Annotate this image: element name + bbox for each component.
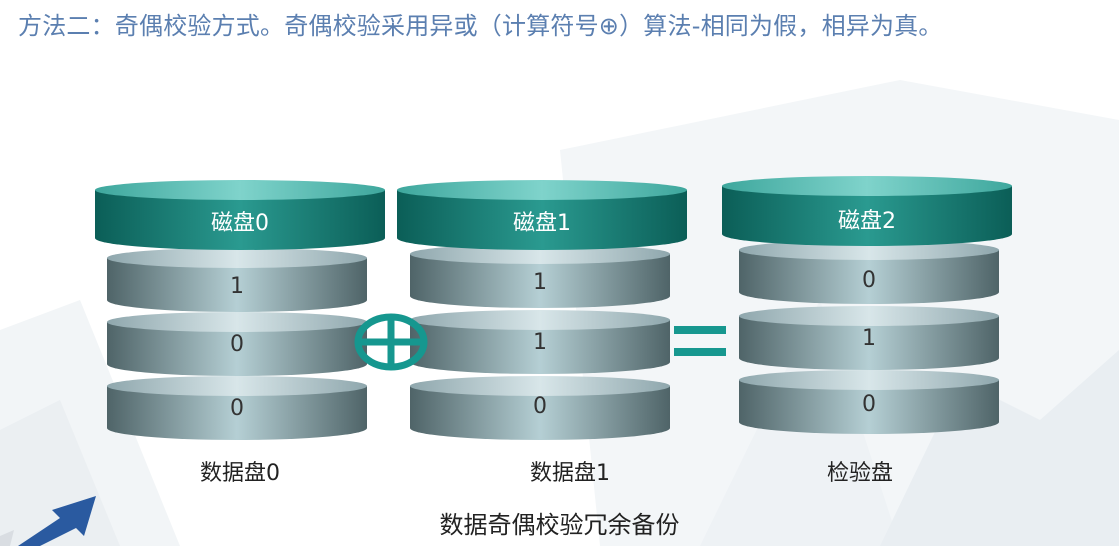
arrow-logo-icon (0, 496, 96, 546)
disk-stack-2: 0 1 0 磁盘2 (722, 176, 1012, 446)
bit-value: 0 (230, 332, 244, 357)
disk-cap: 磁盘1 (397, 180, 687, 250)
disk-stack-1: 0 1 1 磁盘1 (397, 180, 687, 450)
disk-cap-label: 磁盘2 (838, 209, 896, 234)
disk-layer-2: 1 (410, 310, 670, 376)
disk-layer-1: 1 (107, 248, 367, 314)
disk-cap: 磁盘2 (722, 176, 1012, 246)
equals-icon (674, 326, 726, 356)
disk-stack-0: 0 0 1 磁盘0 (95, 180, 385, 450)
disk-label-2: 检验盘 (826, 461, 893, 486)
disk-cap-label: 磁盘1 (513, 211, 571, 236)
bit-value: 0 (862, 392, 876, 417)
disk-layer-3: 0 (107, 376, 367, 442)
disk-layer-2: 1 (739, 306, 999, 372)
bit-value: 0 (533, 394, 547, 419)
disk-label-1: 数据盘1 (530, 461, 610, 486)
disk-label-0: 数据盘0 (200, 461, 280, 486)
disk-layer-2: 0 (107, 312, 367, 378)
disk-layer-1: 0 (739, 240, 999, 306)
header-text: 方法二：奇偶校验方式。奇偶校验采用异或（计算符号⊕）算法-相同为假，相异为真。 (18, 12, 943, 40)
bit-value: 0 (230, 396, 244, 421)
disk-layer-3: 0 (739, 370, 999, 436)
bit-value: 1 (230, 274, 244, 299)
disk-cap: 磁盘0 (95, 180, 385, 250)
bit-value: 0 (862, 268, 876, 293)
bit-value: 1 (862, 326, 876, 351)
disk-layer-1: 1 (410, 244, 670, 310)
disk-layer-3: 0 (410, 376, 670, 442)
bit-value: 1 (533, 270, 547, 295)
diagram-caption: 数据奇偶校验冗余备份 (439, 511, 680, 539)
bit-value: 1 (533, 330, 547, 355)
disk-cap-label: 磁盘0 (211, 211, 269, 236)
circle-plus-icon (354, 313, 428, 371)
